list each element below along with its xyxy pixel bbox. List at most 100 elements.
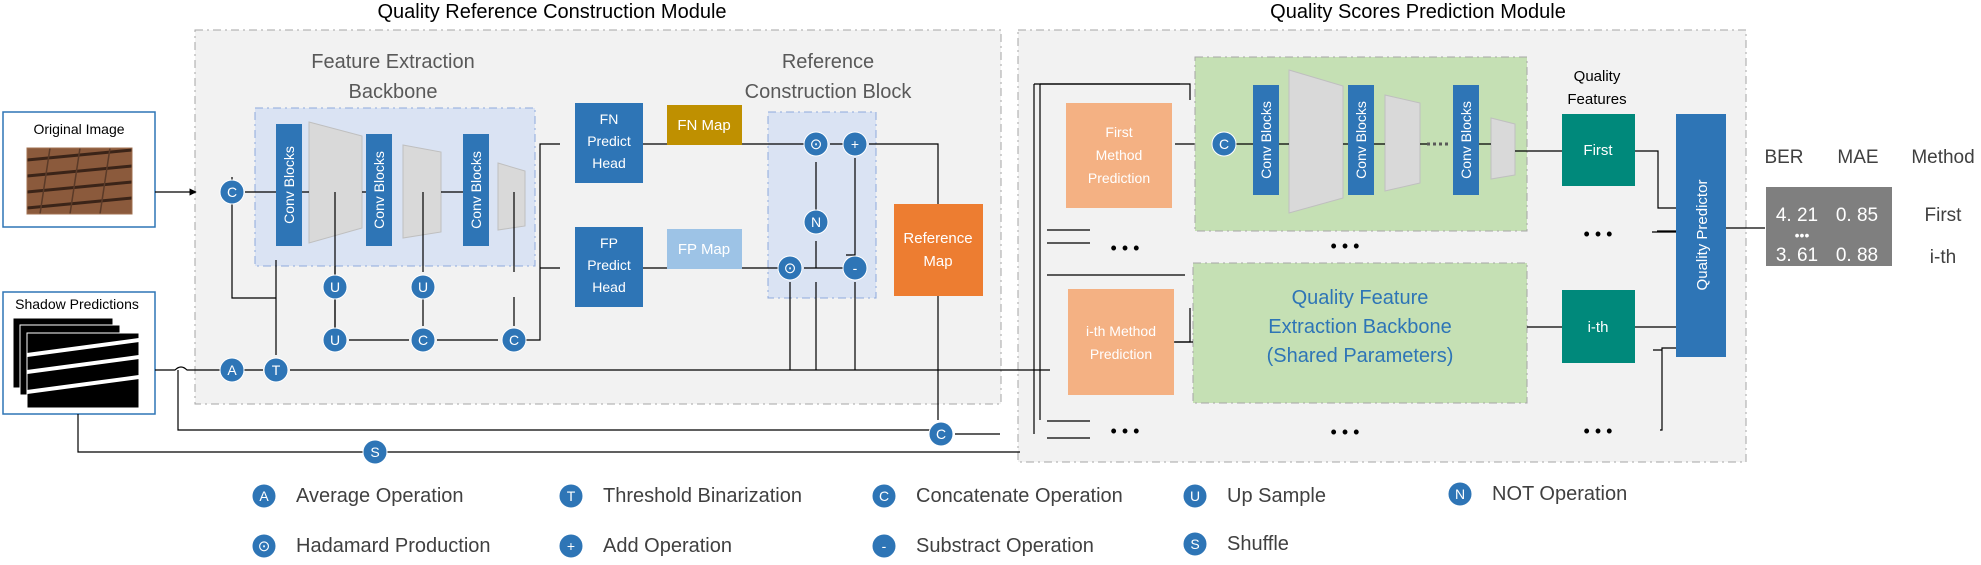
- legend-label-2: Concatenate Operation: [916, 485, 1123, 507]
- svg-text:Reference: Reference: [903, 230, 972, 247]
- svg-text:Head: Head: [592, 155, 625, 171]
- fp-map: FP Map: [667, 229, 742, 269]
- svg-text:First: First: [1583, 142, 1613, 159]
- svg-text:A: A: [259, 488, 269, 504]
- svg-text:+: +: [851, 136, 859, 152]
- svg-text:Quality Predictor: Quality Predictor: [1694, 180, 1711, 291]
- original-image-thumbnail: [26, 147, 133, 215]
- svg-text:C: C: [227, 184, 237, 200]
- svg-text:U: U: [418, 279, 428, 295]
- svg-text:• • •: • • •: [1111, 421, 1140, 441]
- shuffle-op: S: [362, 439, 388, 465]
- legend-symbol-6: +: [558, 533, 584, 559]
- quality-conv-block-2: Conv Blocks: [1348, 85, 1374, 195]
- svg-text:FP: FP: [600, 235, 618, 251]
- svg-text:Conv Blocks: Conv Blocks: [468, 151, 484, 229]
- threshold-op: T: [263, 357, 289, 383]
- not-op: N: [803, 209, 829, 235]
- concat-op-quality: C: [1211, 131, 1237, 157]
- svg-text:C: C: [509, 332, 519, 348]
- backbone-title-2: Backbone: [349, 81, 438, 103]
- concat-op-final: C: [928, 421, 954, 447]
- shadow-predictions-stack: [12, 317, 140, 409]
- svg-text:⊙: ⊙: [784, 260, 797, 277]
- legend-symbol-3: U: [1182, 483, 1208, 509]
- legend-label-1: Threshold Binarization: [603, 485, 802, 507]
- svg-text:U: U: [330, 279, 340, 295]
- svg-text:(Shared Parameters): (Shared Parameters): [1267, 345, 1454, 367]
- legend-symbol-4: N: [1447, 481, 1473, 507]
- hadamard-op-fp: ⊙: [777, 255, 803, 281]
- svg-text:⊙: ⊙: [810, 136, 823, 153]
- svg-text:i-th: i-th: [1588, 319, 1609, 336]
- svg-text:Conv Blocks: Conv Blocks: [281, 146, 297, 224]
- svg-text:Prediction: Prediction: [1090, 346, 1152, 362]
- fn-predict-head: FN Predict Head: [575, 103, 643, 183]
- row1-mae: 0. 85: [1836, 205, 1878, 226]
- prediction-module-title: Quality Scores Prediction Module: [1270, 1, 1566, 23]
- svg-text:Extraction Backbone: Extraction Backbone: [1268, 316, 1451, 338]
- svg-text:N: N: [1455, 486, 1465, 502]
- table-dots-1: •••: [1795, 227, 1810, 243]
- svg-text:N: N: [811, 214, 821, 230]
- concat-op-2: C: [410, 327, 436, 353]
- svg-text:Head: Head: [592, 279, 625, 295]
- upsample-op-1: U: [322, 274, 348, 300]
- quality-feature-map-2: [1384, 94, 1421, 192]
- row2-method: i-th: [1930, 247, 1956, 268]
- svg-text:U: U: [1190, 488, 1200, 504]
- svg-text:FP Map: FP Map: [678, 241, 730, 258]
- ref-block-title-2: Construction Block: [745, 81, 913, 103]
- backbone-title-1: Feature Extraction: [311, 51, 474, 73]
- row2-mae: 0. 88: [1836, 245, 1878, 266]
- svg-text:C: C: [418, 332, 428, 348]
- legend: A Average Operation T Threshold Binarizatio…: [251, 481, 1627, 559]
- legend-symbol-1: T: [558, 483, 584, 509]
- svg-text:-: -: [853, 260, 858, 276]
- upsample-op-2: U: [410, 274, 436, 300]
- subtract-op: -: [842, 255, 868, 281]
- legend-symbol-5: ⊙: [251, 533, 277, 559]
- original-image-label: Original Image: [33, 121, 124, 137]
- legend-label-3: Up Sample: [1227, 485, 1326, 507]
- shadow-predictions-label: Shadow Predictions: [15, 296, 139, 312]
- first-method-prediction: First Method Prediction: [1066, 103, 1172, 208]
- svg-text:C: C: [936, 426, 946, 442]
- svg-text:U: U: [330, 332, 340, 348]
- table-header-mae: MAE: [1837, 147, 1878, 168]
- svg-text:T: T: [567, 488, 576, 504]
- upsample-op-3: U: [322, 327, 348, 353]
- svg-text:C: C: [879, 488, 889, 504]
- svg-text:Conv Blocks: Conv Blocks: [1458, 101, 1474, 179]
- svg-text:Map: Map: [923, 253, 952, 270]
- reference-map: Reference Map: [894, 204, 983, 296]
- svg-text:Predict: Predict: [587, 257, 631, 273]
- svg-text:Conv Blocks: Conv Blocks: [371, 151, 387, 229]
- svg-text:Quality Feature: Quality Feature: [1292, 287, 1429, 309]
- svg-text:C: C: [1219, 136, 1229, 152]
- legend-label-8: Shuffle: [1227, 533, 1289, 555]
- svg-text:-: -: [882, 538, 887, 554]
- legend-label-0: Average Operation: [296, 485, 464, 507]
- svg-text:S: S: [370, 444, 379, 460]
- svg-text:• • •: • • •: [1584, 224, 1613, 244]
- quality-feature-map-3: [1490, 117, 1516, 180]
- average-op: A: [219, 357, 245, 383]
- svg-text:• • •: • • •: [1331, 422, 1360, 442]
- add-op: +: [842, 131, 868, 157]
- legend-symbol-0: A: [251, 483, 277, 509]
- legend-label-7: Substract Operation: [916, 535, 1094, 557]
- svg-text:FN Map: FN Map: [677, 117, 730, 134]
- reference-module-title: Quality Reference Construction Module: [377, 1, 726, 23]
- row1-method: First: [1925, 205, 1963, 226]
- concat-op-3: C: [501, 327, 527, 353]
- quality-feature-first: First: [1562, 114, 1635, 186]
- concat-op-input: C: [219, 179, 245, 205]
- svg-text:• • •: • • •: [1331, 236, 1360, 256]
- quality-features-title-1: Quality: [1574, 68, 1621, 85]
- table-header-method: Method: [1911, 147, 1974, 168]
- backbone-conv-block-2: Conv Blocks: [366, 134, 392, 246]
- svg-text:FN: FN: [600, 111, 619, 127]
- hadamard-op-fn: ⊙: [803, 131, 829, 157]
